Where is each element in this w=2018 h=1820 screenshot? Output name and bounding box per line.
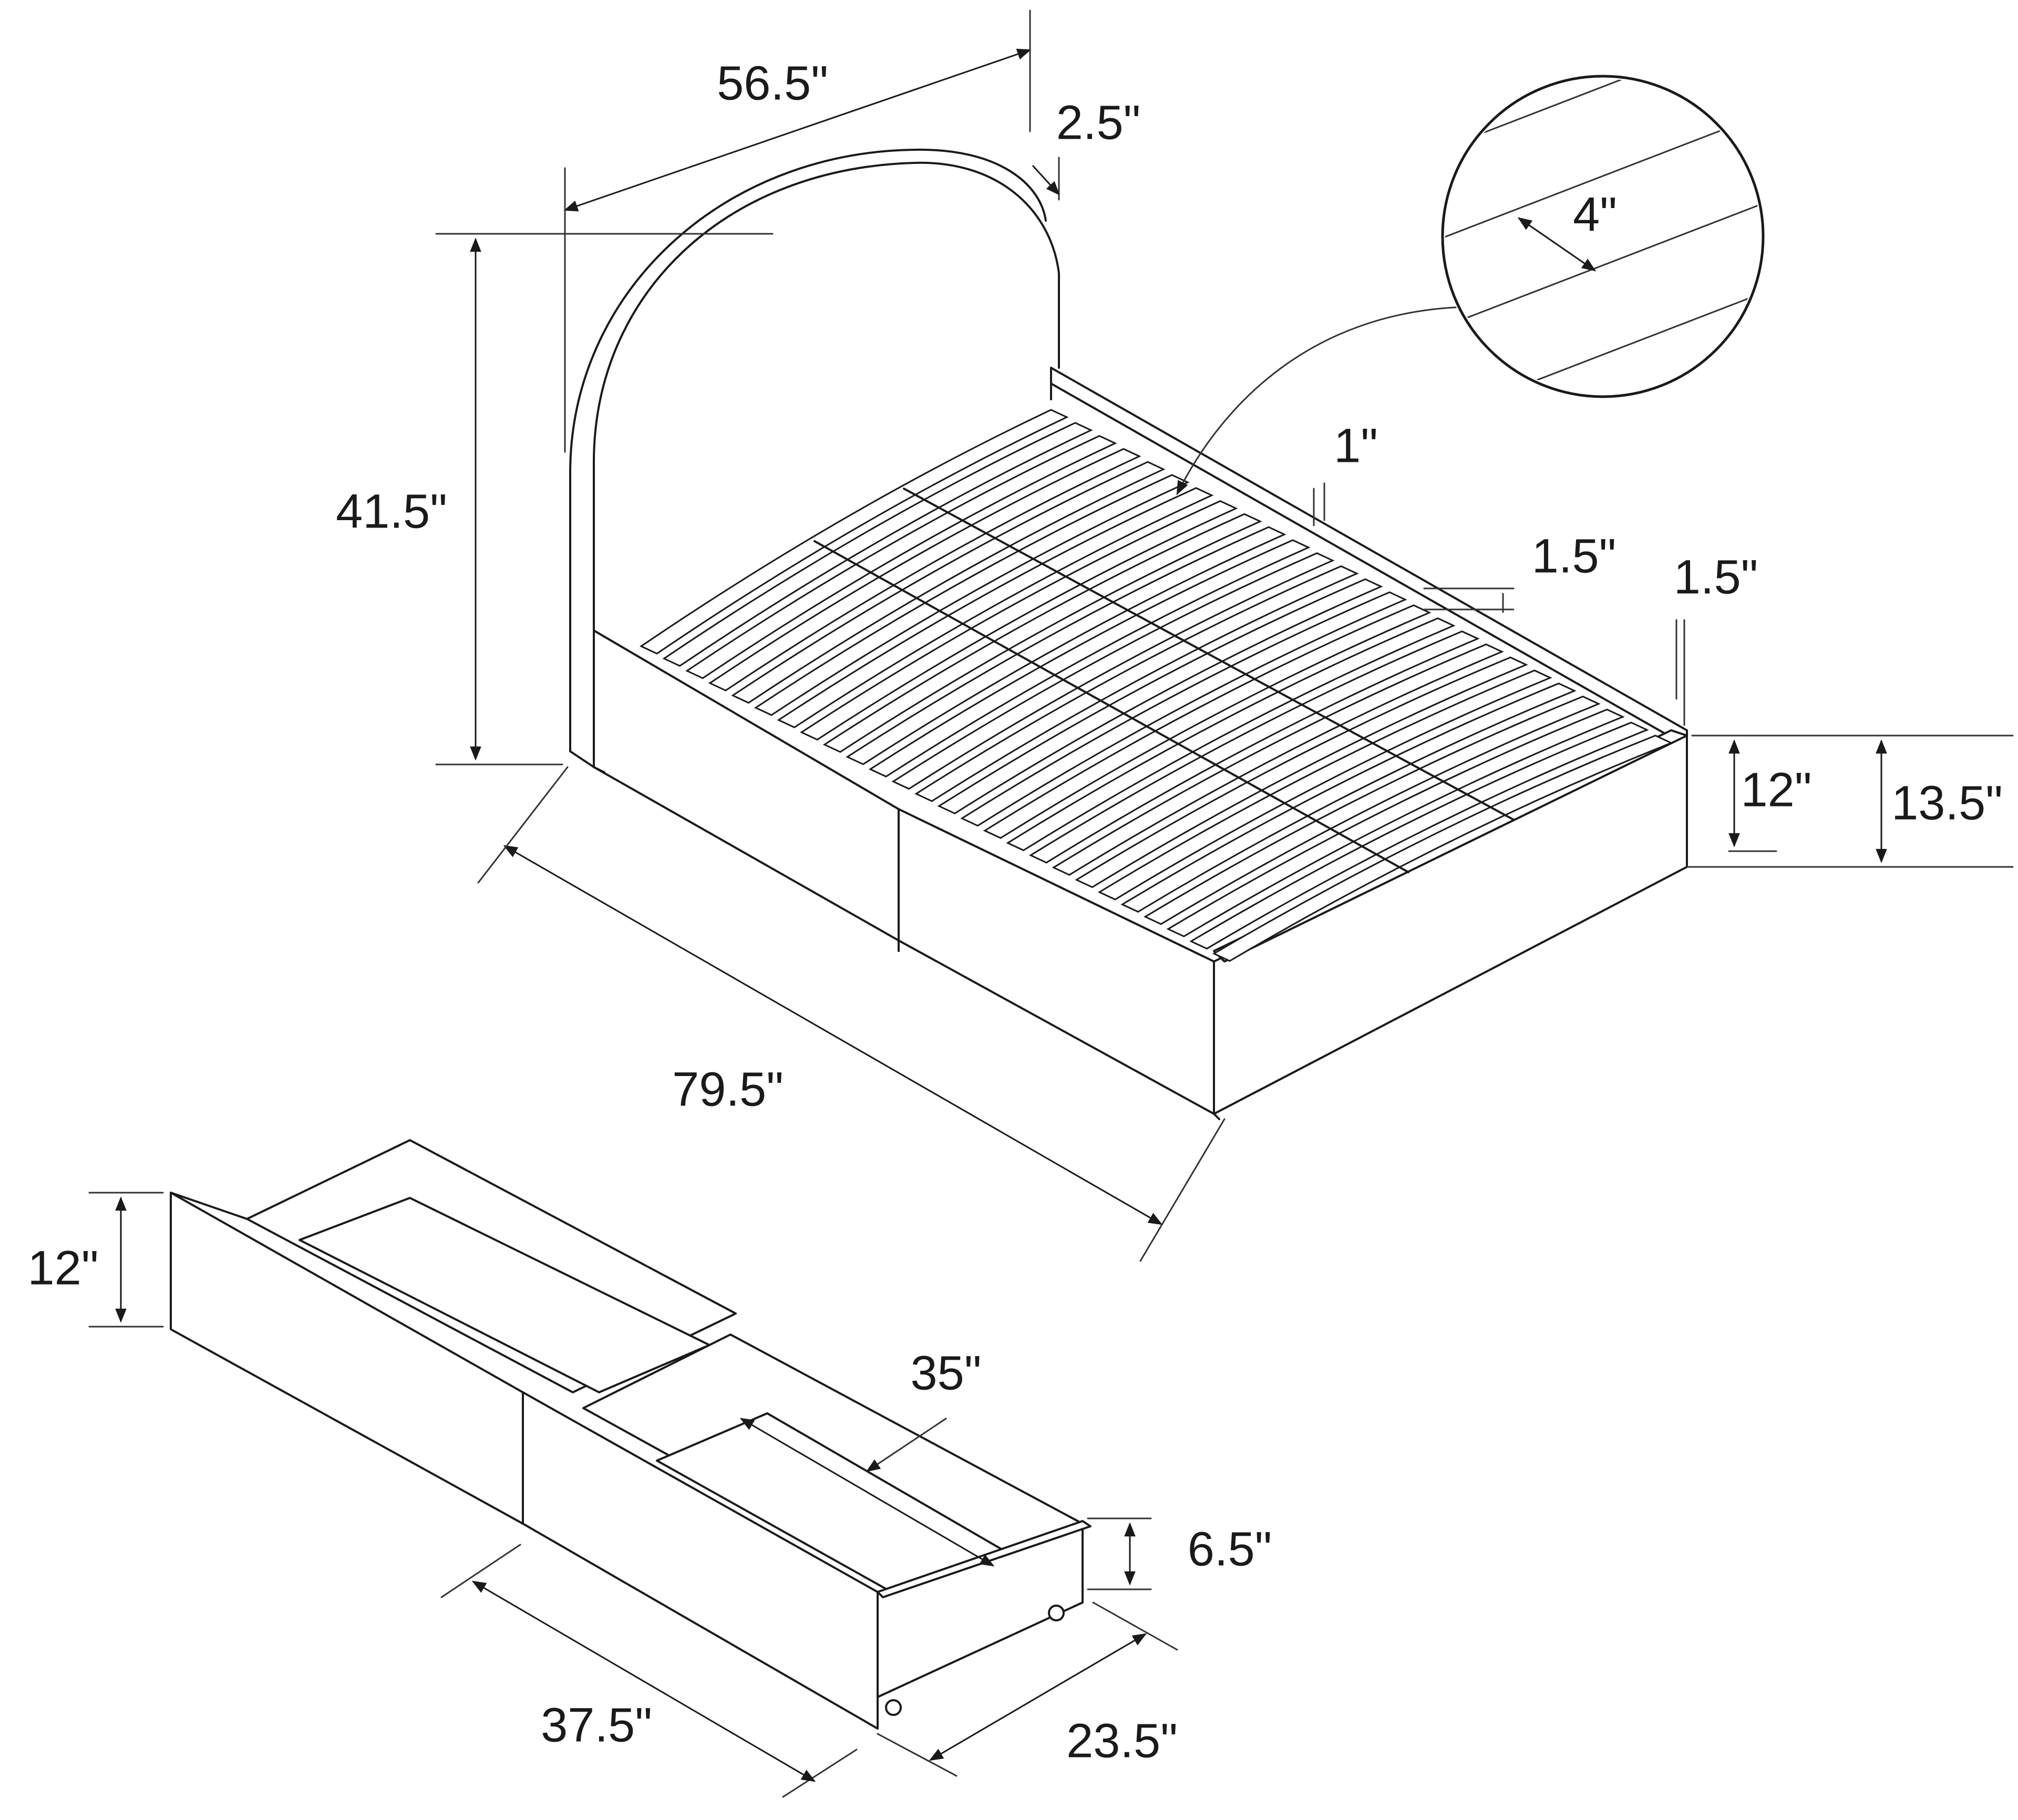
- label-drawer-height: 12": [28, 1241, 99, 1295]
- bed-slat: [1006, 617, 1456, 852]
- slat-group: [639, 409, 1673, 962]
- label-drawer-length: 37.5": [541, 1698, 652, 1752]
- label-slat-spacing: 4": [1573, 188, 1617, 241]
- label-headboard-depth: 2.5": [1056, 96, 1141, 149]
- label-rail-height: 1.5": [1532, 529, 1617, 583]
- bed-slat: [731, 461, 1166, 704]
- bed-slat: [914, 565, 1359, 802]
- bed-slat: [777, 487, 1214, 729]
- bed-slat: [1189, 721, 1649, 950]
- bed-slat: [822, 513, 1262, 753]
- dimension-lines-bed: [435, 9, 2014, 1262]
- label-side-height: 12": [1741, 763, 1812, 816]
- bed-slat: [685, 435, 1117, 679]
- bed-slat: [1029, 630, 1480, 864]
- bed-slat: [891, 552, 1335, 790]
- bed-slat: [1120, 682, 1577, 913]
- bed-slat: [800, 500, 1238, 741]
- bed-slat: [1097, 669, 1552, 901]
- bed-slat: [662, 422, 1093, 667]
- bed-slat: [1166, 708, 1625, 937]
- label-drawer-inner-height: 6.5": [1188, 1522, 1272, 1576]
- label-drawer-inner-length: 35": [911, 1346, 982, 1400]
- center-support-rail: [903, 488, 1515, 821]
- bed-slat: [846, 526, 1286, 766]
- label-total-height: 13.5": [1891, 776, 2003, 830]
- label-slat-bracket: 1": [1334, 419, 1378, 472]
- label-bed-length: 79.5": [672, 1062, 784, 1116]
- bed-slat: [1212, 735, 1673, 962]
- dimension-labels: 56.5" 2.5" 4" 41.5" 1" 1.5" 1.5" 12" 13.…: [28, 56, 2003, 1767]
- storage-drawers: [88, 1139, 1178, 1798]
- bed-slat: [960, 591, 1407, 827]
- bed-slat: [983, 604, 1432, 839]
- bed-slat: [639, 409, 1069, 655]
- slat-detail-magnifier: [1176, 75, 1765, 495]
- bed-slat: [708, 448, 1141, 691]
- label-headboard-height: 41.5": [336, 484, 447, 538]
- label-drawer-width: 23.5": [1066, 1714, 1178, 1767]
- bed-slat: [868, 539, 1311, 778]
- bed-slat: [937, 578, 1383, 814]
- bed-slat: [1052, 643, 1504, 876]
- label-headboard-width: 56.5": [717, 56, 828, 110]
- center-support-rail: [814, 540, 1409, 873]
- bed-slat: [1075, 656, 1528, 888]
- label-rail-thickness: 1.5": [1674, 550, 1758, 604]
- bed-slat: [1144, 695, 1601, 925]
